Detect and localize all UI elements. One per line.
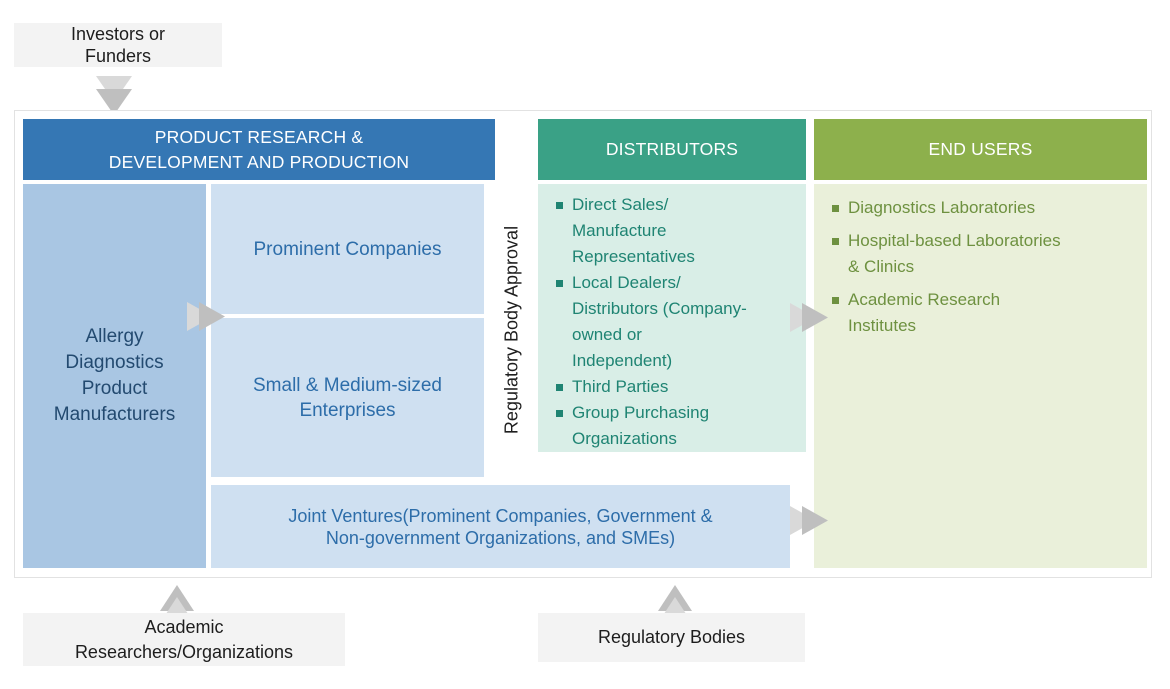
arrow-triangle bbox=[199, 302, 225, 331]
bullet-square-icon bbox=[556, 410, 563, 417]
arrow-right-icon bbox=[790, 506, 828, 535]
academic-researchers-box: Academic Researchers/Organizations bbox=[23, 613, 345, 666]
list-item: Direct Sales/ Manufacture Representative… bbox=[556, 192, 798, 270]
regulatory-body-approval-label: Regulatory Body Approval bbox=[501, 225, 522, 435]
arrow-triangle bbox=[802, 506, 828, 535]
end-users-list: Diagnostics Laboratories Hospital-based … bbox=[814, 184, 1147, 568]
list-item: Group Purchasing Organizations bbox=[556, 400, 798, 452]
list-item: Third Parties bbox=[556, 374, 798, 400]
bullet-square-icon bbox=[556, 202, 563, 209]
joint-ventures-box: Joint Ventures(Prominent Companies, Gove… bbox=[211, 485, 790, 568]
sme-box: Small & Medium-sized Enterprises bbox=[211, 318, 484, 477]
bullet-square-icon bbox=[832, 297, 839, 304]
manufacturers-box: Allergy Diagnostics Product Manufacturer… bbox=[23, 184, 206, 568]
regulatory-bodies-box: Regulatory Bodies bbox=[538, 613, 805, 662]
distributors-header: DISTRIBUTORS bbox=[538, 119, 806, 180]
list-item: Academic Research Institutes bbox=[832, 287, 1139, 339]
arrow-down-icon bbox=[96, 76, 132, 115]
investors-funders-box: Investors or Funders bbox=[14, 23, 222, 67]
bullet-square-icon bbox=[556, 384, 563, 391]
arrow-triangle bbox=[802, 303, 828, 332]
list-item: Diagnostics Laboratories bbox=[832, 195, 1139, 221]
distributors-list: Direct Sales/ Manufacture Representative… bbox=[538, 184, 806, 452]
list-item: Hospital-based Laboratories & Clinics bbox=[832, 228, 1139, 280]
prominent-companies-box: Prominent Companies bbox=[211, 184, 484, 314]
end-users-header: END USERS bbox=[814, 119, 1147, 180]
arrow-right-icon bbox=[790, 303, 828, 332]
bullet-square-icon bbox=[832, 205, 839, 212]
list-item: Local Dealers/ Distributors (Company- ow… bbox=[556, 270, 798, 374]
arrow-right-icon bbox=[187, 302, 225, 331]
product-rd-header: PRODUCT RESEARCH & DEVELOPMENT AND PRODU… bbox=[23, 119, 495, 180]
bullet-square-icon bbox=[556, 280, 563, 287]
bullet-square-icon bbox=[832, 238, 839, 245]
